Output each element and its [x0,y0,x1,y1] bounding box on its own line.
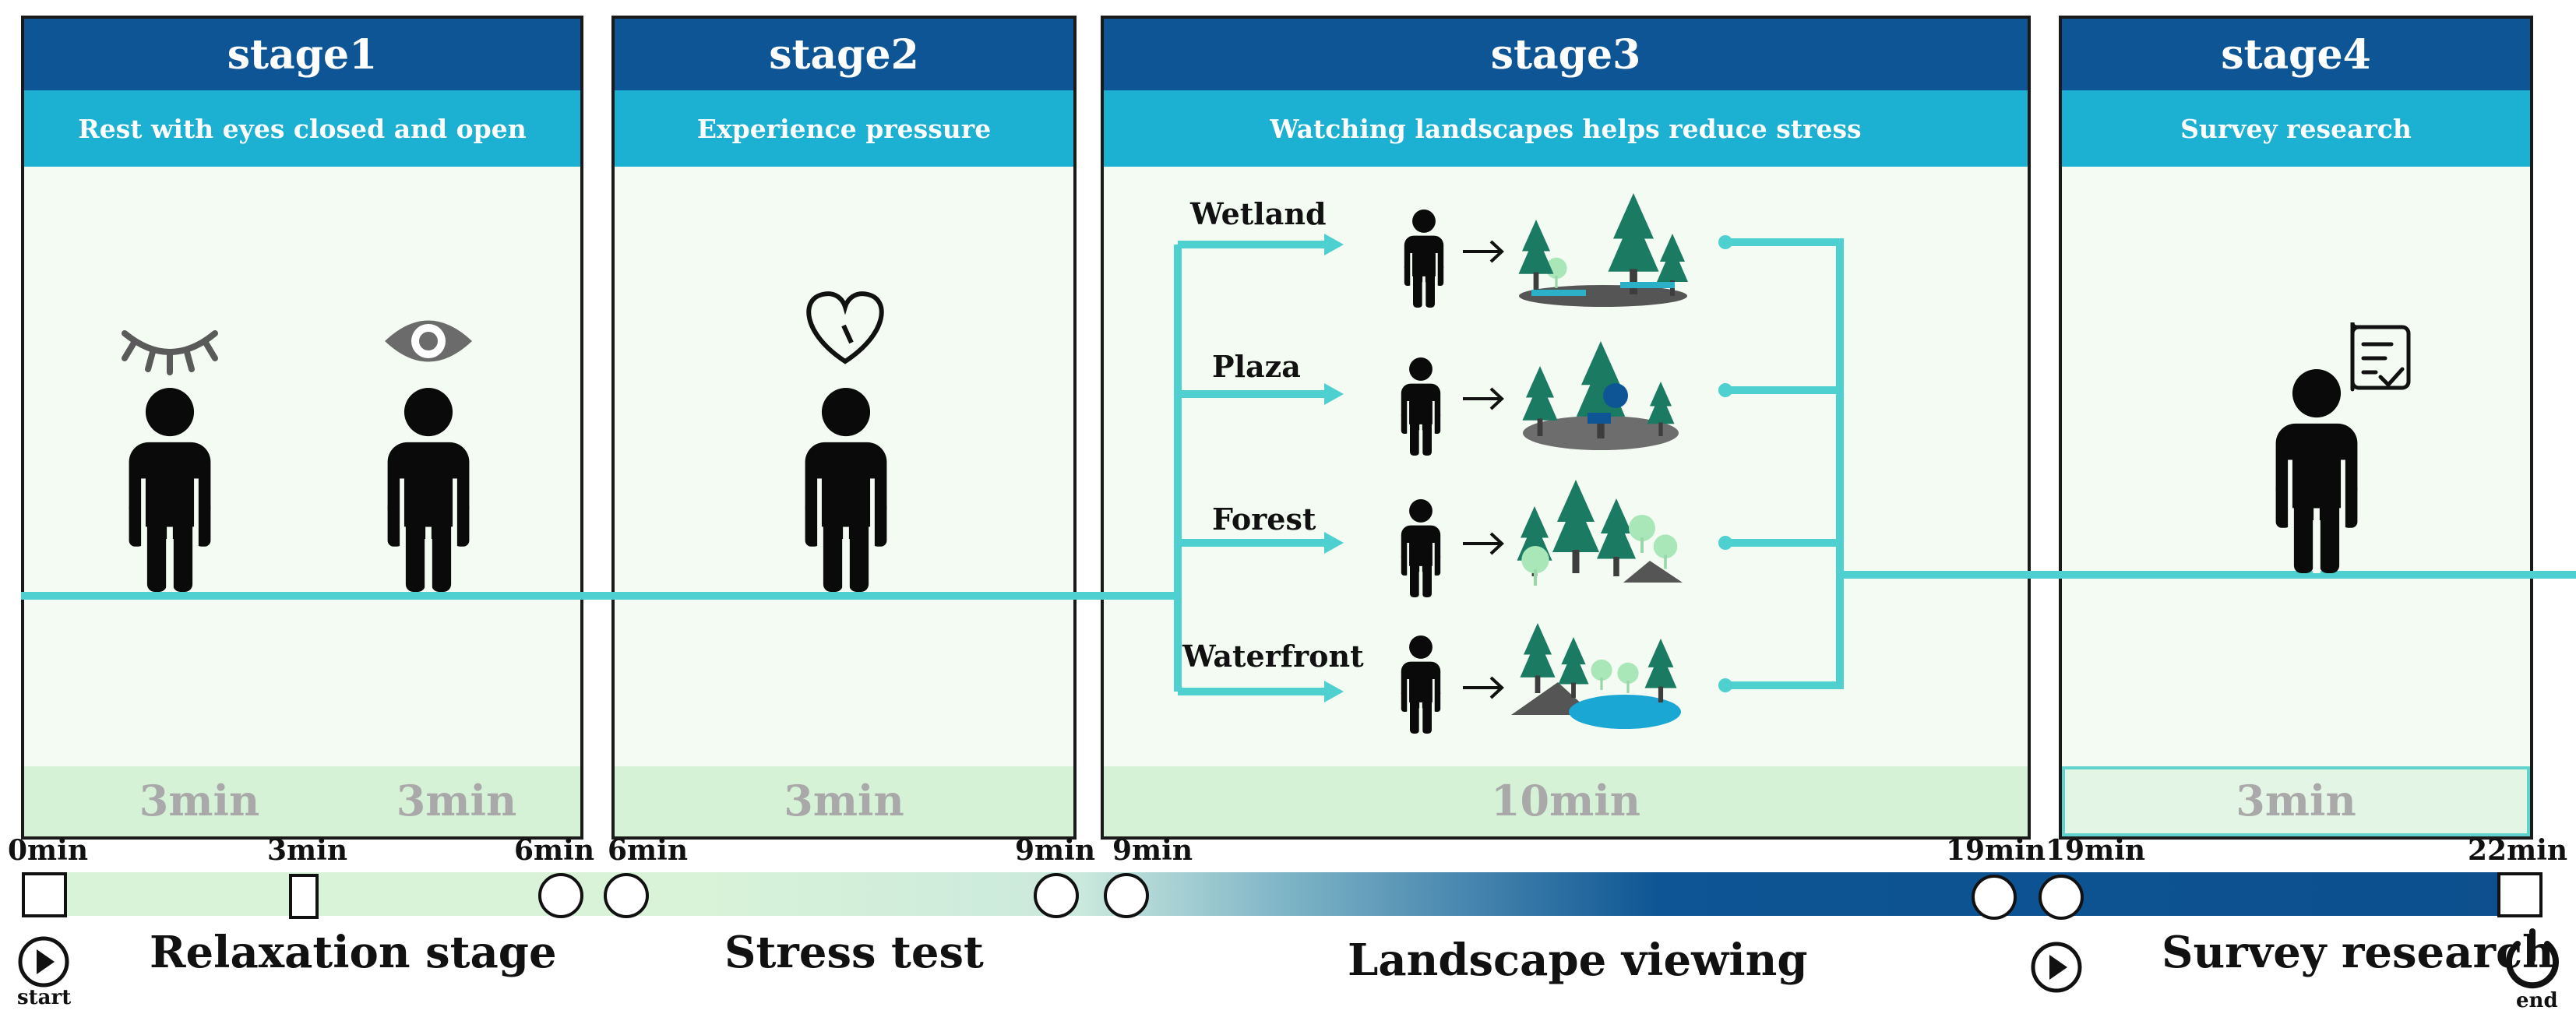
stage2-duration-band [615,766,1073,836]
phase-label-relaxation: Relaxation stage [150,927,557,978]
tick-label: 3min [267,834,347,867]
heart-gauge-icon [806,291,884,364]
tick-label: 22min [2468,834,2568,867]
stage3-duration: 10min [1490,776,1641,826]
stage1-subtitle: Rest with eyes closed and open [24,90,580,167]
wetland-landscape [1518,193,1688,307]
phase-label-landscape: Landscape viewing [1348,935,1808,986]
stage4-duration: 3min [2236,776,2356,826]
stage1-duration-a: 3min [139,776,260,826]
person-icon [387,388,470,592]
landscape-rows [1401,193,1688,734]
tick-label: 19min [1946,834,2046,867]
person-icon [2275,369,2358,573]
stage1-title: stage1 [24,19,580,90]
tick-label: 6min [608,834,688,867]
play-icon[interactable] [2031,942,2082,993]
landscape-label-waterfront: Waterfront [1182,639,1364,674]
stage3-title: stage3 [1104,19,2028,90]
stage1-panel: stage1 Rest with eyes closed and open 3m… [21,16,583,840]
tick-label: 19min [2046,834,2146,867]
stage3-subtitle: Watching landscapes helps reduce stress [1104,90,2028,167]
end-label: end [2516,989,2558,1012]
power-icon[interactable] [2506,928,2559,989]
eye-closed-icon [122,330,218,375]
waterfront-landscape [1511,623,1681,729]
landscape-label-plaza: Plaza [1212,349,1301,384]
stage1-duration-band [24,766,580,836]
phase-label-stress: Stress test [724,927,984,978]
forest-landscape [1517,480,1683,586]
stage3-duration-band [1104,766,2028,836]
person-icon [1401,357,1441,456]
stage4-duration-band [2062,766,2530,836]
stage2-title: stage2 [615,19,1073,90]
stage1-duration-b: 3min [396,776,517,826]
eye-open-icon [385,320,472,362]
branch-merge [1718,235,1844,692]
plaza-landscape [1522,341,1679,450]
tick-label: 0min [8,834,88,867]
branch-arrows [1178,234,1344,702]
tick-label: 6min [514,834,594,867]
person-icon [129,388,211,592]
phase-label-survey: Survey research [2162,927,2554,978]
survey-checklist-icon [2350,322,2411,392]
stage4-subtitle: Survey research [2062,90,2530,167]
arrow-icon [1463,240,1504,699]
person-icon [805,388,887,592]
tick-label: 9min [1112,834,1193,867]
landscape-label-forest: Forest [1212,502,1316,537]
stage2-duration: 3min [784,776,904,826]
start-label: start [17,986,72,1009]
landscape-label-wetland: Wetland [1190,196,1327,231]
timeline-markers [22,872,2543,920]
person-icon [1401,635,1441,734]
timeline-bar [22,872,2543,916]
person-icon [1401,499,1441,597]
stage4-title: stage4 [2062,19,2530,90]
tick-label: 9min [1015,834,1095,867]
stage2-subtitle: Experience pressure [615,90,1073,167]
play-icon[interactable] [18,936,69,988]
person-icon [1404,209,1444,308]
